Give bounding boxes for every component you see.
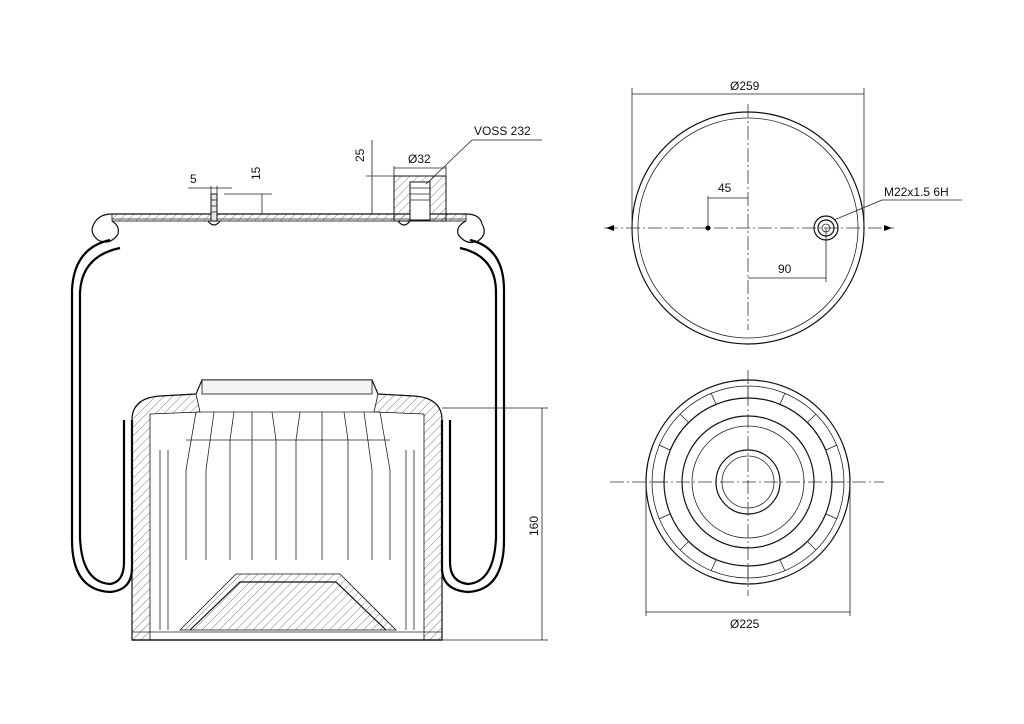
dim-height: 160: [527, 516, 541, 536]
air-port-fitting: [393, 175, 447, 226]
dim-bottom-diameter: Ø225: [730, 617, 760, 631]
dim-top-diameter: Ø259: [730, 79, 760, 93]
port-label: VOSS 232: [474, 124, 531, 138]
dim-port-height: 25: [353, 148, 367, 162]
dim-offset-large: 90: [778, 262, 792, 276]
dim-stud-height: 15: [249, 166, 263, 180]
rib-pattern: [652, 386, 844, 578]
side-view: 5 15 25 Ø32 VOSS 232 160: [70, 124, 548, 641]
mounting-stud: [207, 193, 221, 226]
side-dimensions: 5 15 25 Ø32 VOSS 232 160: [188, 124, 548, 641]
dim-offset-small: 45: [718, 181, 732, 195]
top-plate: [91, 213, 485, 244]
top-view: Ø259 45 90 M22x1.5 6H: [604, 79, 962, 345]
thread-label: M22x1.5 6H: [884, 185, 949, 199]
dim-port-diameter: Ø32: [408, 152, 431, 166]
dim-stud-width: 5: [190, 172, 197, 186]
bellows: [70, 238, 506, 594]
piston: [131, 379, 443, 641]
bottom-view: Ø225: [610, 370, 884, 631]
